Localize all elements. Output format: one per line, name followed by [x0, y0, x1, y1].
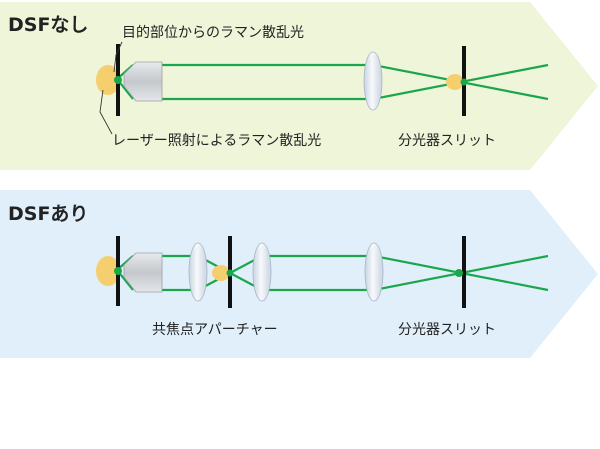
slit-focus-point	[460, 78, 468, 86]
panel-title: DSFあり	[8, 203, 88, 225]
confocal-lens-1	[188, 242, 208, 302]
spectrometer-slit-label: 分光器スリット	[398, 322, 496, 338]
panel-with-dsf: DSFあり	[0, 190, 598, 358]
top-label-leader	[113, 41, 123, 73]
target-raman-label: 目的部位からのラマン散乱光	[122, 25, 304, 41]
aperture-glow-spot	[212, 265, 230, 281]
focus-point	[114, 76, 122, 84]
confocal-aperture-label: 共焦点アパーチャー	[152, 322, 278, 338]
focusing-lens	[363, 51, 383, 111]
slit-glow-spot	[446, 74, 464, 90]
slit-focus-point	[455, 269, 463, 277]
sample-spot	[96, 65, 120, 95]
bottom-label-leader	[99, 89, 113, 135]
panel-with-dsf-background	[0, 190, 598, 358]
panel-title: DSFなし	[8, 14, 88, 36]
confocal-lens-2	[252, 242, 272, 302]
panel-without-dsf-background	[0, 2, 598, 170]
spectrometer-slit-label: 分光器スリット	[398, 133, 496, 149]
focus-point	[114, 267, 122, 275]
objective-lens	[123, 252, 163, 293]
sample-spot	[96, 256, 120, 286]
objective-lens	[123, 61, 163, 102]
focusing-lens	[364, 242, 384, 302]
aperture-focus-point	[226, 269, 234, 277]
laser-raman-label: レーザー照射によるラマン散乱光	[112, 133, 321, 149]
panel-without-dsf: DSFなし 目的部位からのラマン散乱光 レーザー照射によるラマン散乱光 分光器	[0, 2, 598, 170]
